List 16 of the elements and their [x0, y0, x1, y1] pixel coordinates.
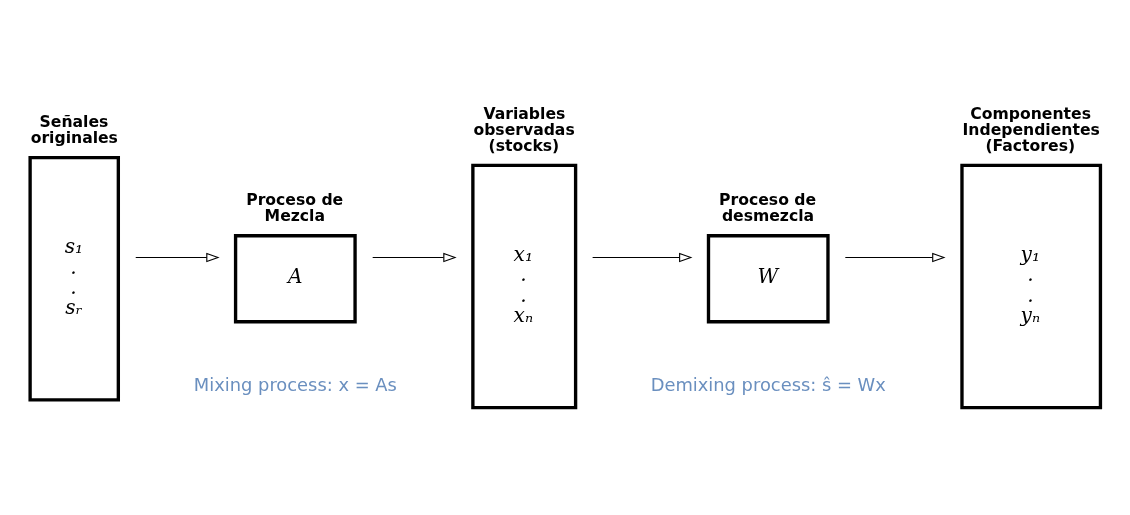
node-box: s₁ . . sᵣ — [28, 155, 120, 402]
arrow — [844, 252, 946, 263]
label: Mixing process: x = As — [193, 374, 397, 396]
arrow — [372, 252, 457, 263]
node-box: W — [706, 234, 830, 324]
node-label: Variables observadas (stocks) — [473, 104, 575, 155]
node-box: A — [233, 234, 357, 324]
node-label: Proceso de Mezcla — [246, 190, 344, 225]
node-label: Señales originales — [30, 112, 118, 147]
arrow — [135, 252, 220, 263]
label: Demixing process: ŝ = Wx — [650, 374, 886, 396]
node-label: Proceso de desmezcla — [719, 190, 817, 225]
node-box: x₁ . . xₙ — [471, 163, 578, 410]
arrow — [592, 252, 693, 263]
node-label: Componentes Independientes (Factores) — [962, 104, 1100, 155]
node-box: y₁ . . yₙ — [960, 163, 1103, 410]
